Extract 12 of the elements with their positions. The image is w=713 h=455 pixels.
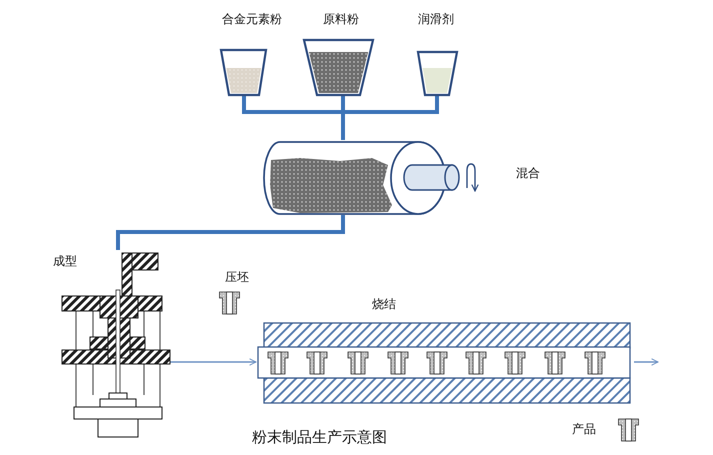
process-label: 产品 — [572, 422, 596, 436]
process-label: 混合 — [516, 166, 540, 180]
arrow — [634, 358, 658, 366]
process-label: 压坯 — [225, 270, 249, 284]
process-label: 成型 — [53, 254, 77, 268]
process-label: 润滑剂 — [418, 12, 454, 26]
rotation-arrow — [466, 163, 479, 192]
process-label: 烧结 — [372, 297, 396, 311]
process-label: 原料粉 — [323, 12, 359, 26]
caption: 粉末制品生产示意图 — [252, 428, 387, 446]
pipe — [116, 215, 345, 250]
process-label: 合金元素粉 — [222, 12, 282, 26]
